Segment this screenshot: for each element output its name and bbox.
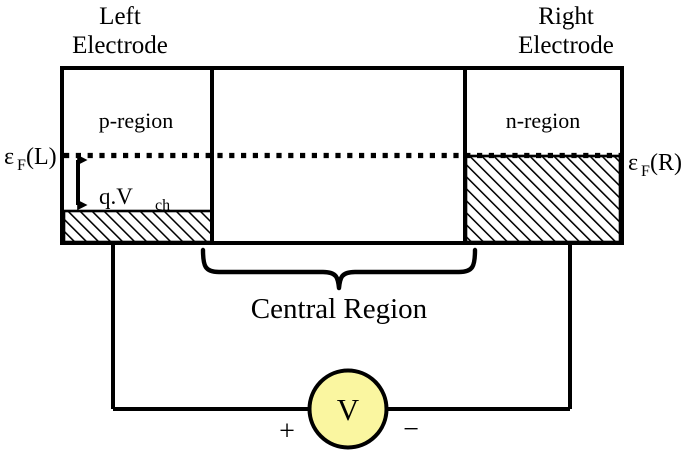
fermi-right-suffix: (R)	[650, 150, 682, 176]
left-electrode-filled-band	[64, 211, 212, 242]
central-region-label: Central Region	[251, 293, 428, 325]
n-region-label: n-region	[506, 108, 581, 133]
right-electrode-title-line1: Right	[538, 3, 594, 30]
right-electrode-title-line2: Electrode	[518, 32, 614, 59]
fermi-right-subscript: F	[641, 163, 650, 180]
potential-drop-subscript: ch	[155, 197, 170, 214]
fermi-left-epsilon: ε	[4, 144, 14, 170]
left-electrode-title-line1: Left	[99, 3, 141, 30]
potential-drop-label: q.V ch	[99, 184, 170, 214]
left-electrode-title-line2: Electrode	[72, 32, 168, 59]
voltage-source-symbol	[307, 368, 389, 450]
right-electrode-filled-band	[466, 156, 620, 242]
fermi-left-label: ε F (L)	[4, 144, 57, 174]
voltage-source-label: V	[337, 392, 360, 427]
fermi-right-label: ε F (R)	[628, 150, 682, 180]
fermi-left-suffix: (L)	[26, 144, 57, 170]
negative-terminal-label: −	[403, 414, 419, 445]
positive-terminal-label: +	[279, 416, 295, 447]
fermi-right-epsilon: ε	[628, 150, 638, 176]
potential-drop-base: q.V	[99, 184, 133, 209]
central-region-brace	[200, 247, 478, 291]
fermi-left-subscript: F	[17, 157, 26, 174]
p-region-label: p-region	[99, 108, 174, 133]
